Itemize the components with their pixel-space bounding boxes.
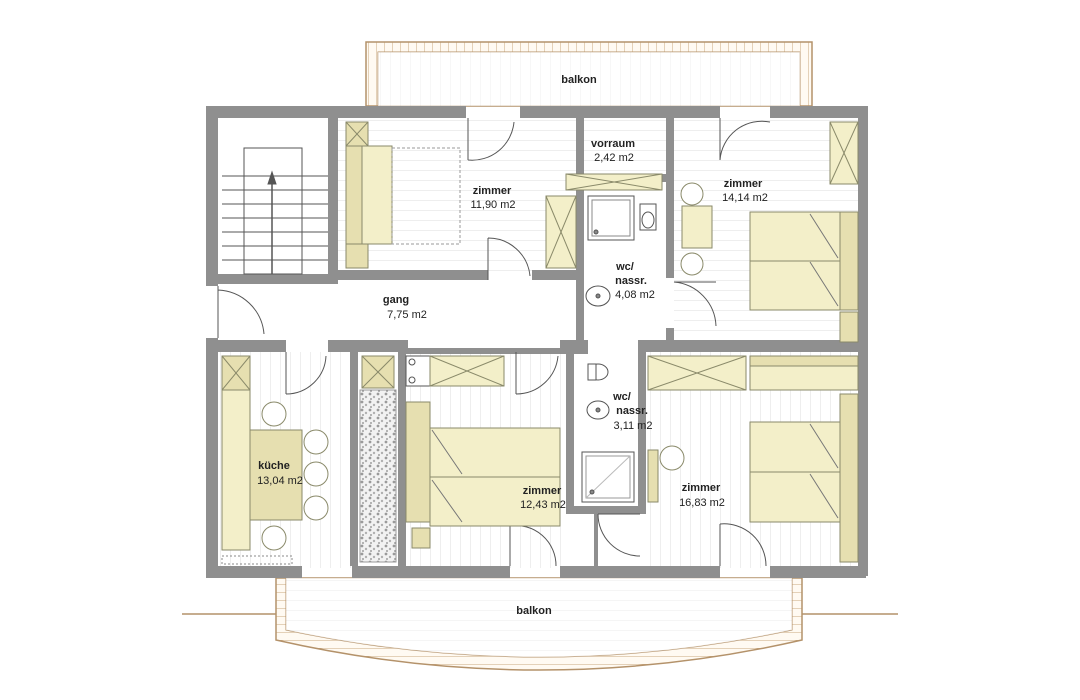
vorraum-name: vorraum — [591, 138, 635, 150]
wc-1-name: wc/ — [615, 261, 634, 273]
zimmer-3-furniture — [405, 355, 561, 549]
walls — [206, 106, 868, 578]
zimmer-4-name: zimmer — [682, 482, 721, 494]
wc-1-name2: nassr. — [615, 275, 647, 287]
bottom-balcony — [182, 577, 898, 671]
doors — [217, 118, 771, 567]
wc-2-area: 3,11 m2 — [614, 420, 653, 432]
kueche-name: küche — [258, 460, 290, 472]
zimmer-3-area: 12,43 m2 — [520, 499, 566, 511]
wc-1-area: 4,08 m2 — [615, 289, 655, 301]
zimmer-2-furniture — [680, 121, 859, 343]
wc-2-name: wc/ — [612, 391, 631, 403]
room-labels: balkon balkon zimmer 11,90 m2 vorraum 2,… — [257, 74, 768, 617]
top-balcony — [365, 41, 813, 107]
zimmer-4-area: 16,83 m2 — [679, 497, 725, 509]
vorraum-wardrobe — [545, 173, 663, 269]
gang-name: gang — [383, 294, 409, 306]
balcony-bottom-label: balkon — [516, 605, 552, 617]
zimmer-4-furniture — [647, 355, 859, 563]
gang-area: 7,75 m2 — [387, 309, 427, 321]
zimmer-3-name: zimmer — [523, 485, 562, 497]
vorraum-area: 2,42 m2 — [594, 152, 634, 164]
zimmer-1-name: zimmer — [473, 185, 512, 197]
kitchen-furniture — [221, 355, 397, 565]
balcony-top-label: balkon — [561, 74, 597, 86]
wc-2-name2: nassr. — [616, 405, 648, 417]
zimmer-2-area: 14,14 m2 — [722, 192, 768, 204]
kueche-area: 13,04 m2 — [257, 475, 303, 487]
staircase — [222, 147, 328, 275]
zimmer-1-furniture — [345, 121, 461, 269]
wc-2-fixtures — [581, 363, 635, 503]
wc-1-fixtures — [585, 195, 657, 307]
zimmer-1-area: 11,90 m2 — [470, 199, 515, 211]
zimmer-2-name: zimmer — [724, 178, 763, 190]
